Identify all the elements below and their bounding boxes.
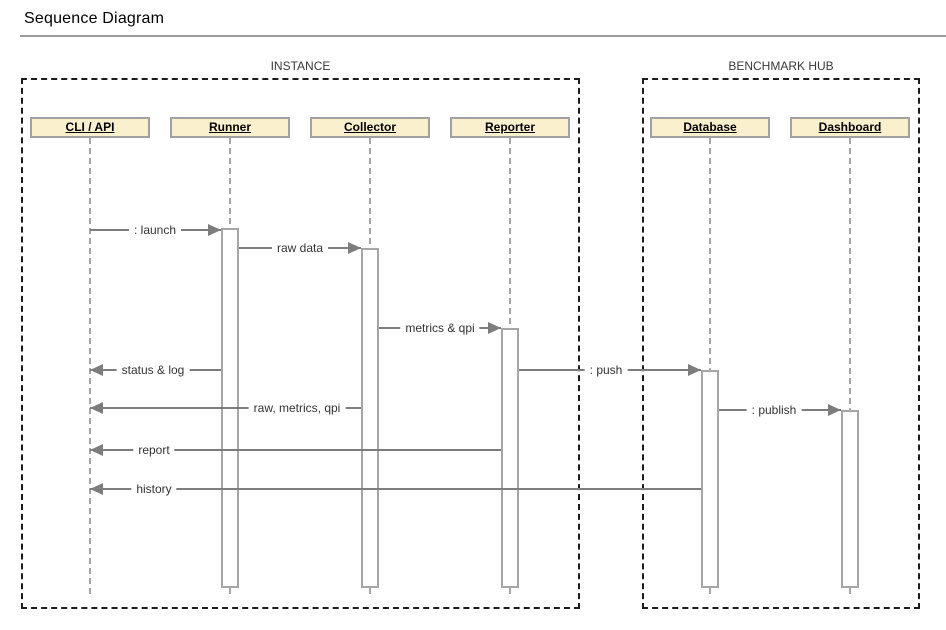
activation-dashboard xyxy=(841,410,859,588)
participant-database: Database xyxy=(650,117,770,138)
message-status-log: status & log xyxy=(90,363,221,377)
message-line xyxy=(90,488,701,490)
participant-dashboard: Dashboard xyxy=(790,117,910,138)
arrowhead-right-icon xyxy=(688,364,701,376)
message-label: : launch xyxy=(128,223,182,237)
activation-collector xyxy=(361,248,379,588)
message-launch: : launch xyxy=(90,223,221,237)
message-label: : push xyxy=(584,363,628,377)
message-history: history xyxy=(90,482,701,496)
activation-reporter xyxy=(501,328,519,588)
message-raw-data: raw data xyxy=(239,241,361,255)
arrowhead-left-icon xyxy=(90,444,103,456)
message-label: raw, metrics, qpi xyxy=(248,401,346,415)
message-label: status & log xyxy=(116,363,190,377)
message-publish: : publish xyxy=(719,403,841,417)
page-title: Sequence Diagram xyxy=(24,10,165,27)
message-push: : push xyxy=(519,363,701,377)
message-label: report xyxy=(133,443,175,457)
title-divider xyxy=(20,35,946,37)
message-raw-metrics-qpi: raw, metrics, qpi xyxy=(90,401,361,415)
message-label: : publish xyxy=(746,403,802,417)
message-metrics-qpi: metrics & qpi xyxy=(379,321,501,335)
message-label: history xyxy=(131,482,177,496)
message-label: raw data xyxy=(271,241,329,255)
message-report: report xyxy=(90,443,501,457)
frame-instance xyxy=(21,78,580,609)
arrowhead-right-icon xyxy=(488,322,501,334)
message-label: metrics & qpi xyxy=(400,321,480,335)
participant-cli-api: CLI / API xyxy=(30,117,150,138)
message-line xyxy=(90,407,361,409)
participant-collector: Collector xyxy=(310,117,430,138)
arrowhead-left-icon xyxy=(90,364,103,376)
participant-reporter: Reporter xyxy=(450,117,570,138)
arrowhead-left-icon xyxy=(90,483,103,495)
arrowhead-right-icon xyxy=(208,224,221,236)
frame-benchmark-hub xyxy=(642,78,920,609)
participant-runner: Runner xyxy=(170,117,290,138)
arrowhead-right-icon xyxy=(828,404,841,416)
arrowhead-left-icon xyxy=(90,402,103,414)
activation-database xyxy=(701,370,719,588)
frame-label-benchmark-hub: BENCHMARK HUB xyxy=(728,59,834,73)
lifeline-dashboard xyxy=(849,138,851,594)
message-line xyxy=(90,449,501,451)
lifeline-database xyxy=(709,138,711,594)
frame-label-instance: INSTANCE xyxy=(270,59,331,73)
arrowhead-right-icon xyxy=(348,242,361,254)
